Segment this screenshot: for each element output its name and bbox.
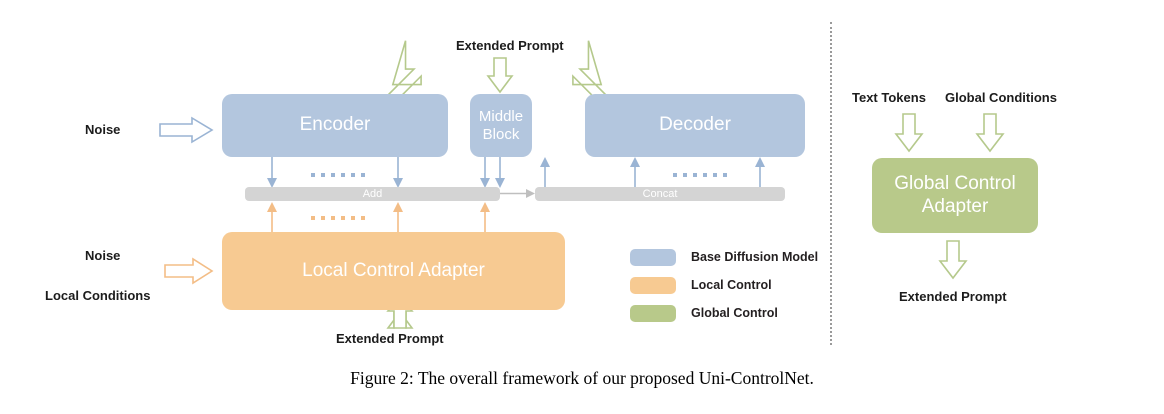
text-tokens-arrow-icon (894, 113, 924, 153)
concat-to-decoder-arrowheads (540, 157, 765, 167)
legend-label-global-control: Global Control (691, 306, 778, 320)
local-input-arrow-icon (164, 257, 214, 285)
local-adapter-to-add-arrowheads (267, 202, 490, 212)
middleblock-to-add-arrow (495, 157, 505, 188)
block-middle-block-label: Middle Block (478, 107, 524, 143)
bar-concat[interactable]: Concat (535, 187, 785, 201)
block-global-control-adapter[interactable]: Global Control Adapter (872, 158, 1038, 233)
block-decoder-label: Decoder (659, 114, 731, 136)
block-local-control-adapter[interactable]: Local Control Adapter (222, 232, 565, 310)
block-encoder-label: Encoder (299, 114, 371, 136)
block-local-control-adapter-label: Local Control Adapter (302, 259, 485, 281)
legend-label-base-diffusion-model: Base Diffusion Model (691, 250, 819, 264)
noise-top-arrow-icon (159, 116, 214, 144)
local-adapter-ellipsis-dots (311, 216, 365, 220)
figure-caption: Figure 2: The overall framework of our p… (350, 368, 814, 388)
label-local-conditions: Local Conditions (45, 288, 151, 303)
global-adapter-output-arrow-icon (938, 240, 968, 280)
encoder-to-add-arrows (271, 157, 486, 181)
label-extended-prompt-bottom: Extended Prompt (336, 331, 444, 346)
local-adapter-to-add-arrows (271, 210, 486, 232)
bar-add[interactable]: Add (245, 187, 500, 201)
bar-concat-label: Concat (642, 188, 678, 200)
label-extended-prompt-right: Extended Prompt (899, 289, 1007, 304)
extended-prompt-arrow-down-icon (486, 57, 514, 94)
block-encoder[interactable]: Encoder (222, 94, 448, 157)
legend-swatch-local-control (630, 277, 676, 294)
decoder-ellipsis-dots (673, 173, 727, 177)
label-text-tokens: Text Tokens (852, 90, 926, 105)
block-global-control-adapter-label: Global Control Adapter (894, 173, 1016, 217)
add-to-concat-connector (500, 189, 535, 198)
panel-divider (830, 22, 832, 345)
global-conditions-arrow-icon (975, 113, 1005, 153)
label-noise-bottom: Noise (85, 248, 121, 263)
legend-swatch-base-diffusion-model (630, 249, 676, 266)
label-global-conditions: Global Conditions (945, 90, 1057, 105)
bar-add-label: Add (362, 188, 383, 200)
concat-to-decoder-arrows (544, 165, 761, 187)
label-noise-top: Noise (85, 122, 121, 137)
block-decoder[interactable]: Decoder (585, 94, 805, 157)
encoder-ellipsis-dots (311, 173, 365, 177)
label-extended-prompt-top: Extended Prompt (456, 38, 564, 53)
legend-label-local-control: Local Control (691, 278, 772, 292)
block-middle-block[interactable]: Middle Block (470, 94, 532, 157)
legend-swatch-global-control (630, 305, 676, 322)
